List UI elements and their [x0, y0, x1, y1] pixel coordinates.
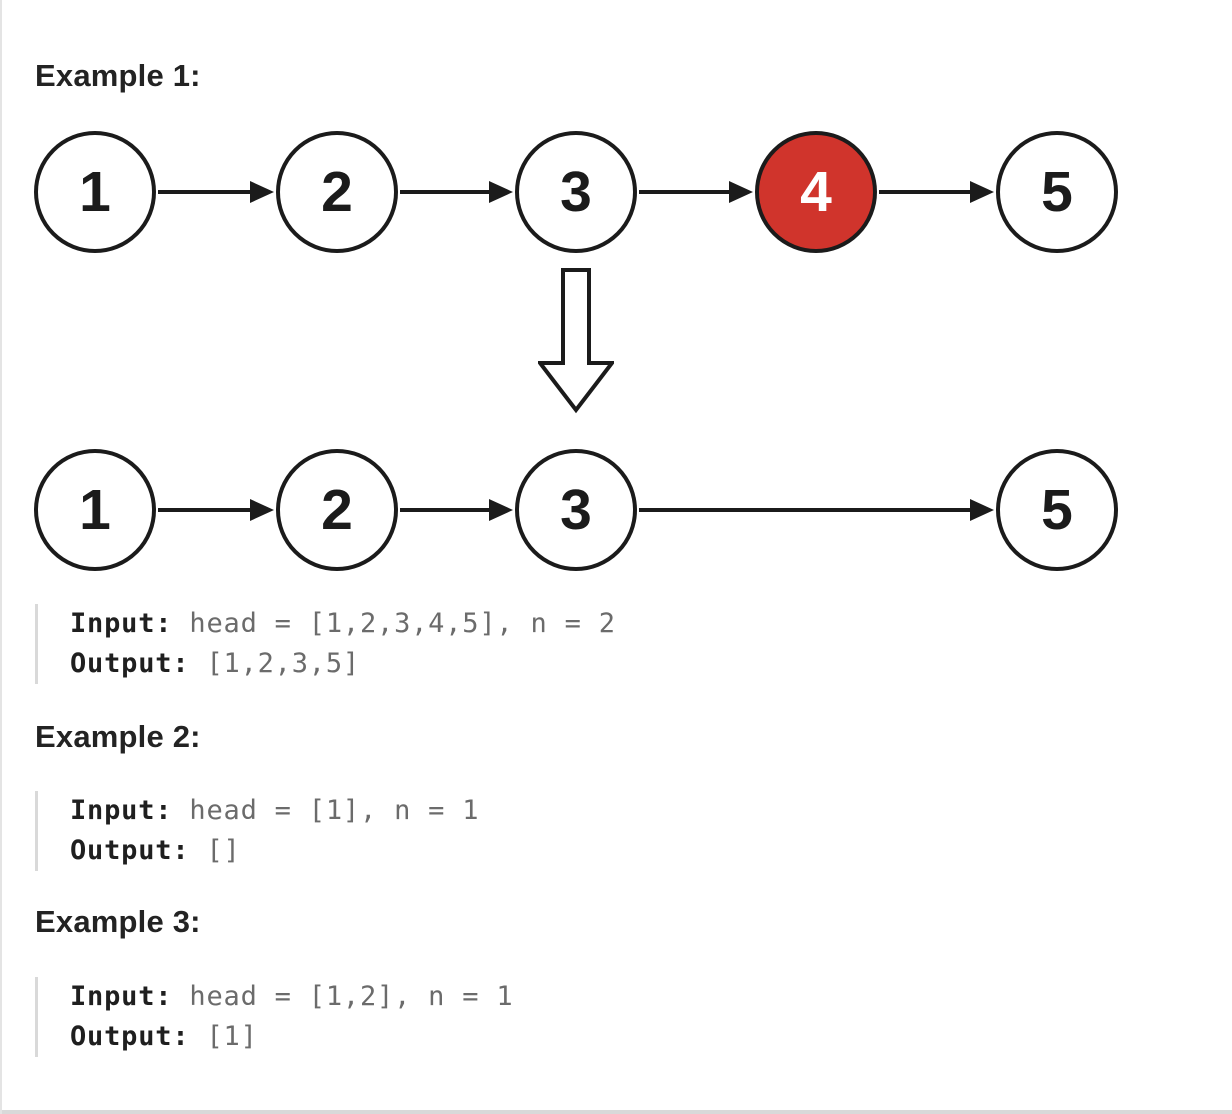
node-value: 4: [800, 160, 832, 224]
output-line: Output: [1,2,3,5]: [70, 644, 616, 684]
arrow-icon: [158, 499, 274, 521]
node-value: 1: [79, 478, 111, 542]
list-node-2: 2: [276, 449, 398, 571]
node-value: 1: [79, 160, 111, 224]
input-line: Input: head = [1,2,3,4,5], n = 2: [70, 604, 616, 644]
node-value: 2: [321, 478, 353, 542]
output-label: Output:: [70, 835, 190, 866]
input-value: head = [1,2], n = 1: [189, 981, 514, 1012]
output-value: [1]: [206, 1021, 258, 1052]
output-line: Output: [1]: [70, 1017, 513, 1057]
arrow-icon: [879, 181, 994, 203]
transform-down-arrow-icon: [538, 268, 614, 414]
list-node-4-highlighted: 4: [755, 131, 877, 253]
arrow-icon: [158, 181, 274, 203]
node-value: 2: [321, 160, 353, 224]
list-node-2: 2: [276, 131, 398, 253]
node-value: 3: [560, 478, 592, 542]
arrow-icon: [400, 499, 513, 521]
input-line: Input: head = [1,2], n = 1: [70, 977, 513, 1017]
output-label: Output:: [70, 648, 190, 679]
list-node-3: 3: [515, 131, 637, 253]
example-3-io-block: Input: head = [1,2], n = 1 Output: [1]: [35, 977, 513, 1057]
example-2-io-block: Input: head = [1], n = 1 Output: []: [35, 791, 479, 871]
arrow-icon: [639, 499, 994, 521]
input-value: head = [1,2,3,4,5], n = 2: [189, 608, 616, 639]
input-label: Input:: [70, 795, 173, 826]
node-value: 5: [1041, 478, 1073, 542]
bottom-divider: [2, 1110, 1232, 1114]
output-line: Output: []: [70, 831, 479, 871]
input-line: Input: head = [1], n = 1: [70, 791, 479, 831]
list-node-1: 1: [34, 449, 156, 571]
list-node-1: 1: [34, 131, 156, 253]
input-value: head = [1], n = 1: [189, 795, 480, 826]
example-3-heading: Example 3:: [35, 904, 201, 939]
example-1-io-block: Input: head = [1,2,3,4,5], n = 2 Output:…: [35, 604, 616, 684]
list-node-5: 5: [996, 131, 1118, 253]
arrow-icon: [400, 181, 513, 203]
example-2-heading: Example 2:: [35, 719, 201, 754]
output-label: Output:: [70, 1021, 190, 1052]
input-label: Input:: [70, 981, 173, 1012]
output-value: [1,2,3,5]: [206, 648, 360, 679]
list-node-5: 5: [996, 449, 1118, 571]
node-value: 5: [1041, 160, 1073, 224]
output-value: []: [206, 835, 241, 866]
input-label: Input:: [70, 608, 173, 639]
list-node-3: 3: [515, 449, 637, 571]
example-1-heading: Example 1:: [35, 58, 201, 93]
node-value: 3: [560, 160, 592, 224]
arrow-icon: [639, 181, 753, 203]
